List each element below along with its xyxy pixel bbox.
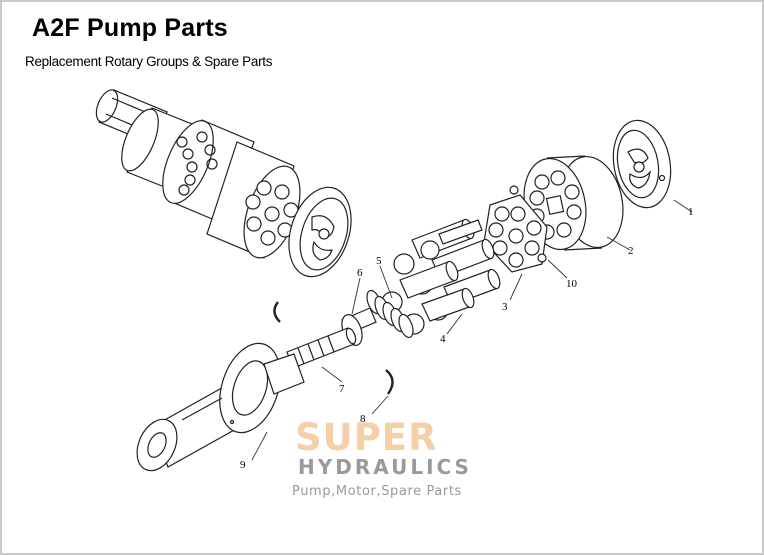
part-8-circlip [385, 369, 394, 395]
callout-labels: 1 2 3 4 5 6 7 8 9 10 [240, 206, 694, 471]
callout-3: 3 [502, 301, 508, 313]
watermark-tagline: Pump,Motor,Spare Parts [292, 484, 462, 499]
callout-6: 6 [357, 267, 363, 279]
callout-9: 9 [240, 459, 246, 471]
part-4-pistons [381, 218, 501, 335]
circlip-left [273, 301, 281, 323]
page-subtitle: Replacement Rotary Groups & Spare Parts [25, 54, 273, 69]
page-title: A2F Pump Parts [32, 14, 228, 42]
callout-1: 1 [688, 206, 694, 218]
part-3-retainer-plate [483, 185, 548, 273]
callout-2: 2 [628, 245, 634, 257]
part-5-disc-springs [366, 289, 414, 339]
part-1-port-plate [612, 119, 672, 209]
watermark-brand: SUPER [295, 416, 438, 459]
assembled-rotary-group [95, 89, 352, 278]
watermark-line2: HYDRAULICS [298, 455, 472, 479]
leader-lines [251, 199, 693, 461]
part-7-drive-shaft [286, 327, 357, 369]
part-9-housing-shaft [136, 342, 305, 472]
callout-8: 8 [360, 413, 366, 425]
callout-10: 10 [566, 278, 578, 290]
watermark: SUPER HYDRAULICS Pump,Motor,Spare Parts [292, 416, 472, 499]
callout-7: 7 [339, 383, 345, 395]
callout-4: 4 [440, 333, 446, 345]
callout-5: 5 [376, 255, 382, 267]
